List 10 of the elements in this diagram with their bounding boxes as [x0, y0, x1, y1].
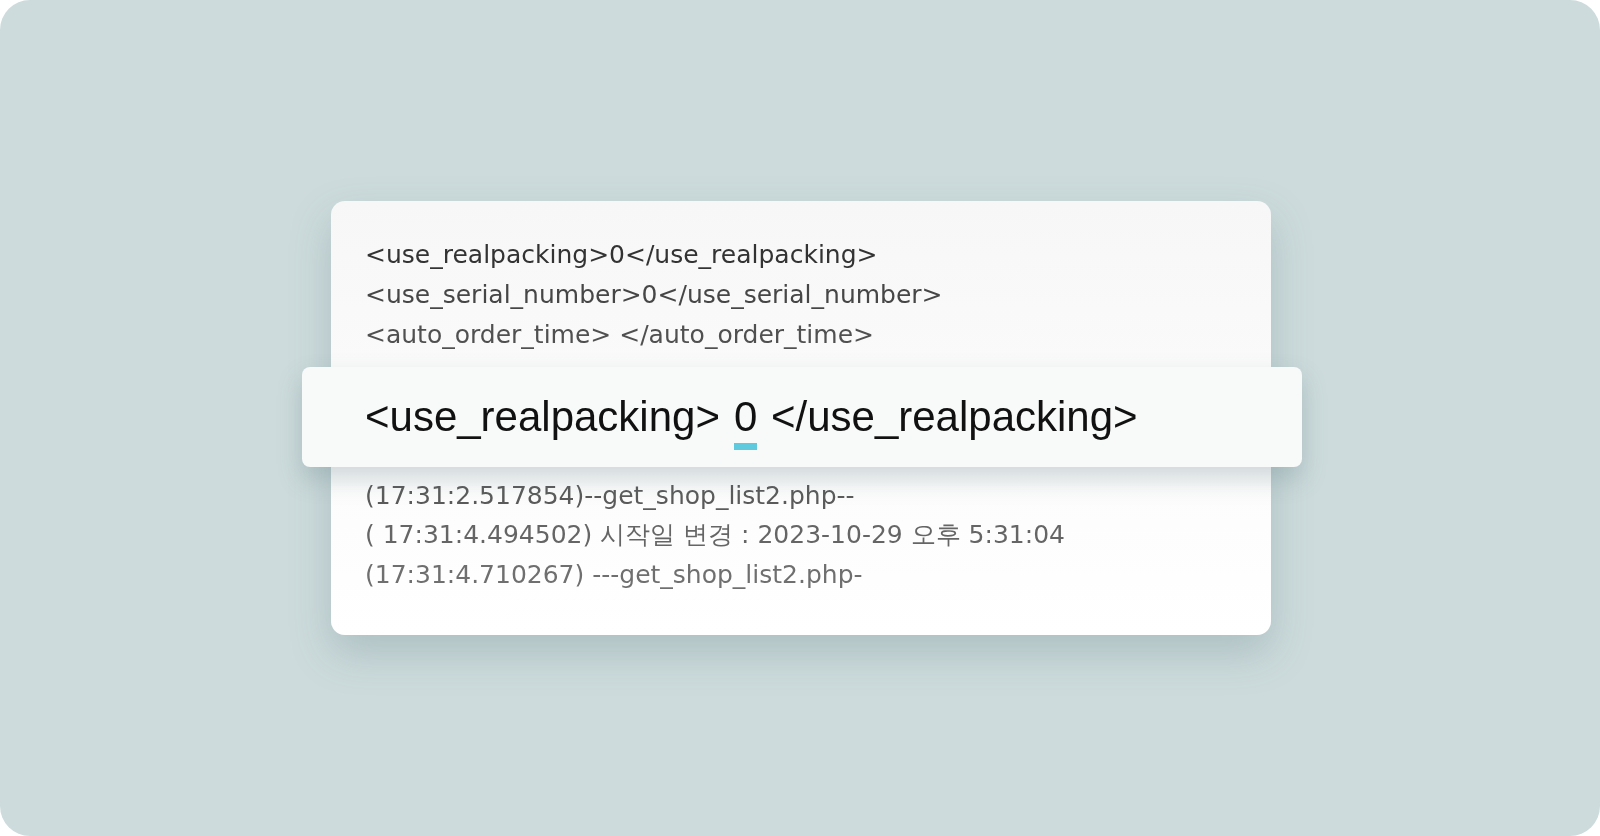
- code-line: <use_serial_number>0</use_serial_number>: [365, 279, 943, 311]
- zoomed-code-text: </use_realpacking>: [771, 392, 1138, 442]
- zoomed-code-text: <use_realpacking>: [365, 392, 720, 442]
- highlight-bar: [302, 367, 1302, 467]
- code-line: (17:31:4.710267) ---get_shop_list2.php-: [365, 559, 863, 591]
- code-line: ( 17:31:4.494502) 시작일 변경 : 2023-10-29 오후 5:31:04: [365, 519, 1065, 551]
- underlined-value: 0: [734, 391, 758, 450]
- code-line: <auto_order_time> </auto_order_time>: [365, 319, 874, 351]
- code-line: <use_realpacking>0</use_realpacking>: [365, 239, 878, 271]
- code-line: (17:31:2.517854)--get_shop_list2.php--: [365, 480, 855, 512]
